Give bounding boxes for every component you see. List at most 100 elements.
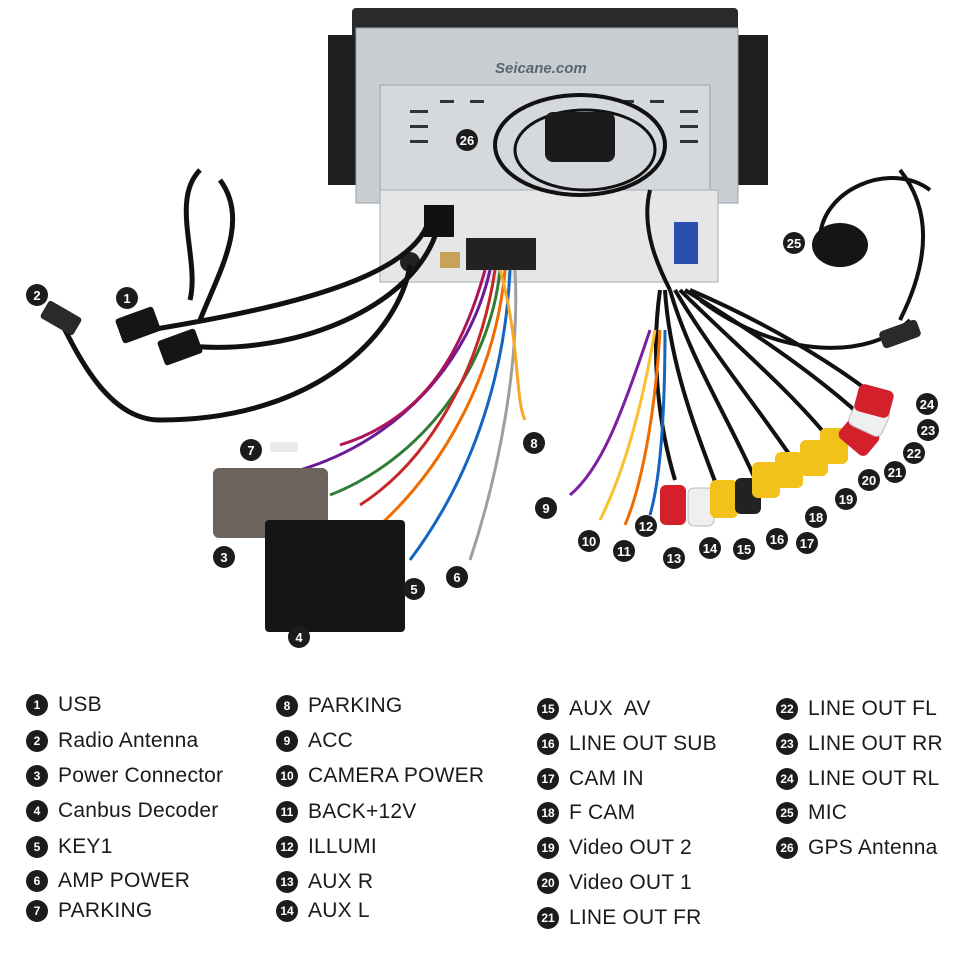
legend-label: BACK+12V — [308, 800, 417, 823]
callout-4: 4 — [288, 626, 310, 648]
legend-number-badge: 12 — [276, 836, 298, 858]
legend-number-badge: 2 — [26, 730, 48, 752]
legend-number-badge: 15 — [537, 698, 559, 720]
legend-label: AUX AV — [569, 697, 651, 720]
callout-22: 22 — [903, 442, 925, 464]
callout-7: 7 — [240, 439, 262, 461]
legend-item: 1 USB — [26, 692, 102, 718]
legend-number-badge: 25 — [776, 802, 798, 824]
callout-13: 13 — [663, 547, 685, 569]
legend-number-badge: 10 — [276, 765, 298, 787]
legend-item: 15 AUX AV — [537, 696, 651, 722]
legend-item: 24 LINE OUT RL — [776, 766, 939, 792]
legend-number-badge: 18 — [537, 802, 559, 824]
legend-number-badge: 23 — [776, 733, 798, 755]
callout-12: 12 — [635, 515, 657, 537]
legend-label: LINE OUT RL — [808, 767, 940, 790]
callout-5: 5 — [403, 578, 425, 600]
legend-number-badge: 4 — [26, 800, 48, 822]
legend-label: Power Connector — [58, 764, 224, 787]
legend-label: MIC — [808, 801, 848, 824]
legend-item: 25 MIC — [776, 800, 847, 826]
legend-number-badge: 9 — [276, 730, 298, 752]
callout-25: 25 — [783, 232, 805, 254]
callout-24: 24 — [916, 393, 938, 415]
usb-cables — [57, 168, 443, 423]
wiring-diagram-photo: Seicane.com 1 2 3 4 5 6 7 8 9 10 11 12 1… — [26, 8, 939, 648]
legend-number-badge: 17 — [537, 768, 559, 790]
legend-item: 13 AUX R — [276, 869, 373, 895]
legend-item: 14 AUX L — [276, 898, 370, 924]
legend-number-badge: 24 — [776, 768, 798, 790]
legend-item: 9 ACC — [276, 728, 353, 754]
callout-26: 26 — [456, 129, 478, 151]
legend-number-badge: 22 — [776, 698, 798, 720]
callout-23: 23 — [917, 419, 939, 441]
legend-number-badge: 21 — [537, 907, 559, 929]
legend-number-badge: 8 — [276, 695, 298, 717]
legend-label: F CAM — [569, 801, 636, 824]
legend-item: 23 LINE OUT RR — [776, 731, 943, 757]
legend-label: LINE OUT SUB — [569, 732, 717, 755]
legend-label: AUX L — [308, 899, 370, 922]
legend-number-badge: 14 — [276, 900, 298, 922]
brand-watermark: Seicane.com — [495, 60, 587, 77]
legend-number-badge: 13 — [276, 871, 298, 893]
legend-label: ACC — [308, 729, 353, 752]
legend-label: PARKING — [58, 899, 153, 922]
legend-label: LINE OUT FL — [808, 697, 938, 720]
callout-1: 1 — [116, 287, 138, 309]
legend-label: GPS Antenna — [808, 836, 938, 859]
callout-10: 10 — [578, 530, 600, 552]
legend-number-badge: 16 — [537, 733, 559, 755]
callout-17: 17 — [796, 532, 818, 554]
legend-label: AUX R — [308, 870, 374, 893]
legend-label: Canbus Decoder — [58, 799, 219, 822]
callout-8: 8 — [523, 432, 545, 454]
legend-label: LINE OUT RR — [808, 732, 943, 755]
legend-item: 17 CAM IN — [537, 766, 644, 792]
callout-15: 15 — [733, 538, 755, 560]
callout-14: 14 — [699, 537, 721, 559]
wiring-illustration — [40, 8, 932, 632]
legend-item: 16 LINE OUT SUB — [537, 731, 717, 757]
legend-number-badge: 5 — [26, 836, 48, 858]
legend-label: Video OUT 2 — [569, 836, 692, 859]
gps-antenna — [493, 93, 672, 291]
legend-number-badge: 20 — [537, 872, 559, 894]
power-harness — [299, 269, 527, 561]
callout-21: 21 — [884, 461, 906, 483]
legend-number-badge: 6 — [26, 870, 48, 892]
microphone — [812, 176, 932, 349]
legend-label: CAM IN — [569, 767, 644, 790]
legend-label: Radio Antenna — [58, 729, 199, 752]
legend-item: 10 CAMERA POWER — [276, 763, 484, 789]
legend-label: ILLUMI — [308, 835, 377, 858]
legend-number-badge: 19 — [537, 837, 559, 859]
callout-2: 2 — [26, 284, 48, 306]
legend-item: 7 PARKING — [26, 898, 152, 924]
legend-item: 8 PARKING — [276, 693, 402, 719]
legend-number-badge: 1 — [26, 694, 48, 716]
callout-19: 19 — [835, 488, 857, 510]
legend-number-badge: 7 — [26, 900, 48, 922]
legend-label: CAMERA POWER — [308, 764, 485, 787]
legend-item: 5 KEY1 — [26, 834, 113, 860]
callout-6: 6 — [446, 566, 468, 588]
legend-item: 18 F CAM — [537, 800, 635, 826]
callout-11: 11 — [613, 540, 635, 562]
legend-item: 6 AMP POWER — [26, 868, 190, 894]
legend-label: USB — [58, 693, 102, 716]
legend-label: AMP POWER — [58, 869, 191, 892]
legend-label: KEY1 — [58, 835, 113, 858]
legend-item: 4 Canbus Decoder — [26, 798, 218, 824]
callout-20: 20 — [858, 469, 880, 491]
legend-label: PARKING — [308, 694, 403, 717]
callout-3: 3 — [213, 546, 235, 568]
legend-item: 12 ILLUMI — [276, 834, 377, 860]
callout-9: 9 — [535, 497, 557, 519]
